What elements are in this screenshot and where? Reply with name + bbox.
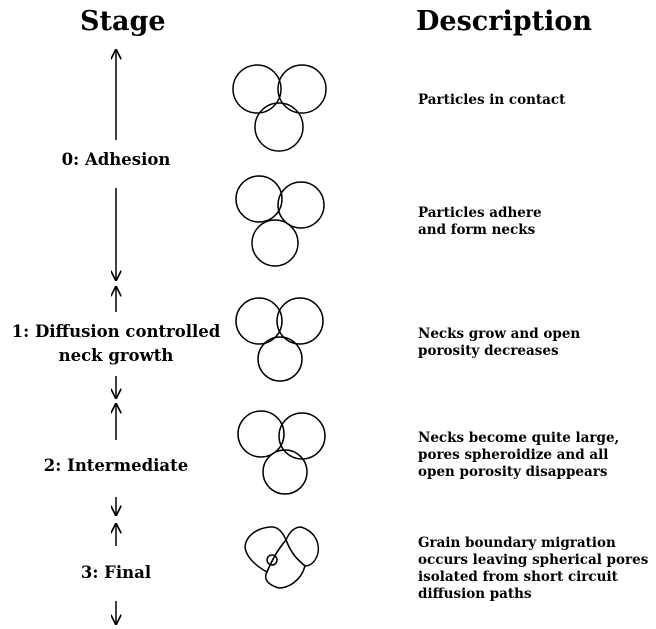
description-2-line: porosity decreases bbox=[418, 343, 559, 359]
particle-cluster-final bbox=[244, 526, 320, 589]
description-1: Particles adhere and form necks bbox=[418, 205, 542, 239]
description-3-line: open porosity disappears bbox=[418, 464, 608, 480]
description-4-line: diffusion paths bbox=[418, 586, 532, 602]
stage-column-header: Stage bbox=[80, 6, 166, 37]
description-4-line: Grain boundary migration bbox=[418, 535, 616, 551]
description-1-line: Particles adhere bbox=[418, 205, 542, 221]
description-1-line: and form necks bbox=[418, 222, 536, 238]
stage-0-label: 0: Adhesion bbox=[61, 150, 171, 169]
particle-cluster-necks bbox=[235, 175, 325, 267]
description-4-line: occurs leaving spherical pores bbox=[418, 552, 649, 568]
description-0-line: Particles in contact bbox=[418, 92, 566, 108]
description-2: Necks grow and open porosity decreases bbox=[418, 326, 580, 360]
particle-cluster-intermediate bbox=[237, 410, 326, 495]
description-column-header: Description bbox=[416, 6, 592, 37]
particle-cluster-neck-growth bbox=[235, 297, 324, 382]
stage-1-label: 1: Diffusion controlled neck growth bbox=[0, 320, 232, 368]
description-3: Necks become quite large, pores spheroid… bbox=[418, 430, 619, 481]
description-2-line: Necks grow and open bbox=[418, 326, 581, 342]
stage-1-label-line1: 1: Diffusion controlled bbox=[11, 322, 221, 341]
stage-2-label: 2: Intermediate bbox=[43, 456, 189, 475]
description-0: Particles in contact bbox=[418, 92, 565, 109]
description-3-line: Necks become quite large, bbox=[418, 430, 620, 446]
description-4-line: isolated from short circuit bbox=[418, 569, 618, 585]
spherical-pore-icon bbox=[266, 554, 278, 566]
description-4: Grain boundary migration occurs leaving … bbox=[418, 535, 648, 603]
stage-1-label-line2: neck growth bbox=[58, 346, 174, 365]
description-3-line: pores spheroidize and all bbox=[418, 447, 609, 463]
stage-3-label: 3: Final bbox=[80, 563, 152, 582]
particle-cluster-contact bbox=[232, 64, 327, 152]
